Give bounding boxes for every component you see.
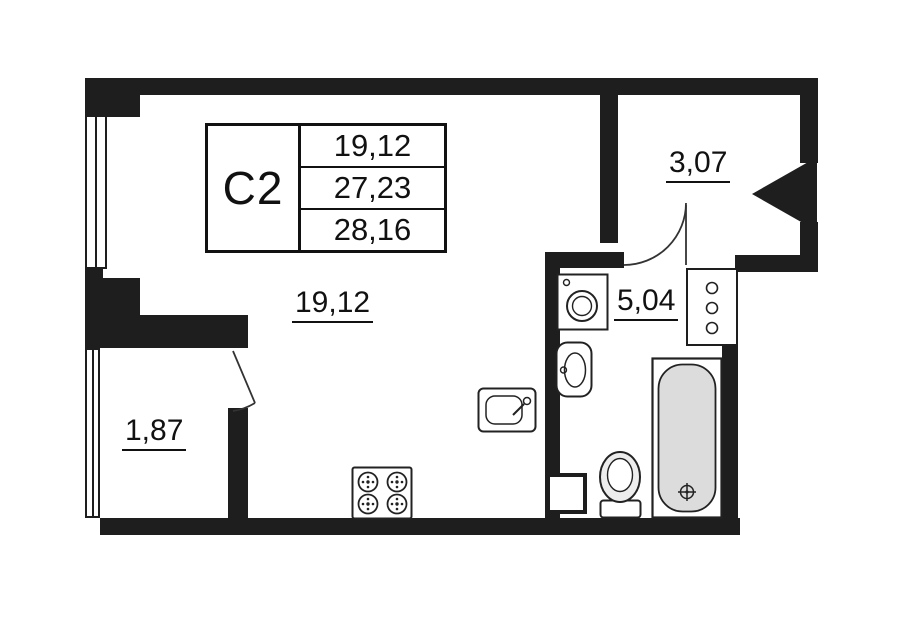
wall-top-left-corner	[85, 78, 140, 117]
window-mullion	[91, 350, 94, 516]
area-row-total: 27,23	[301, 168, 444, 210]
toilet-icon	[599, 451, 642, 519]
wall-hall-partition	[600, 95, 618, 243]
bathtub-icon	[651, 357, 723, 519]
balcony-window-glazing	[85, 348, 100, 518]
window-glazing	[85, 115, 107, 269]
wall-right-upper	[800, 78, 818, 163]
room-label-balcony: 1,87	[122, 414, 187, 451]
area-table-values: 19,12 27,23 28,16	[301, 126, 444, 250]
stove-icon	[351, 466, 413, 520]
wall-hall-bottom	[735, 255, 818, 272]
wall-bathroom-top	[545, 252, 624, 268]
window-mullion	[95, 117, 97, 267]
area-row-total-with-balcony: 28,16	[333, 212, 412, 247]
entrance-arrow-icon	[752, 157, 817, 231]
bathroom-door-arc	[623, 202, 687, 266]
wall-bathroom-right	[722, 345, 738, 535]
wall-top	[85, 78, 818, 95]
balcony-door-arc	[232, 350, 256, 412]
wall-balcony-partition-lower	[228, 408, 248, 518]
area-table: С2 19,12 27,23 28,16	[205, 123, 447, 253]
wall-bathroom-left	[545, 252, 560, 535]
washing-machine-icon	[556, 273, 609, 331]
bathtub-drain-icon	[678, 483, 696, 501]
unit-code: С2	[208, 126, 301, 250]
duct-pipes-icon	[705, 281, 719, 335]
area-row-living: 19,12	[301, 126, 444, 168]
wall-bottom	[100, 518, 740, 535]
ventilation-shaft	[546, 473, 587, 514]
wall-balcony-top	[103, 315, 248, 348]
room-label-hall: 3,07	[666, 146, 731, 183]
room-label-bathroom: 5,04	[614, 284, 679, 321]
kitchen-sink-icon	[477, 387, 537, 433]
room-label-living: 19,12	[292, 286, 374, 323]
washbasin-icon	[555, 341, 593, 398]
